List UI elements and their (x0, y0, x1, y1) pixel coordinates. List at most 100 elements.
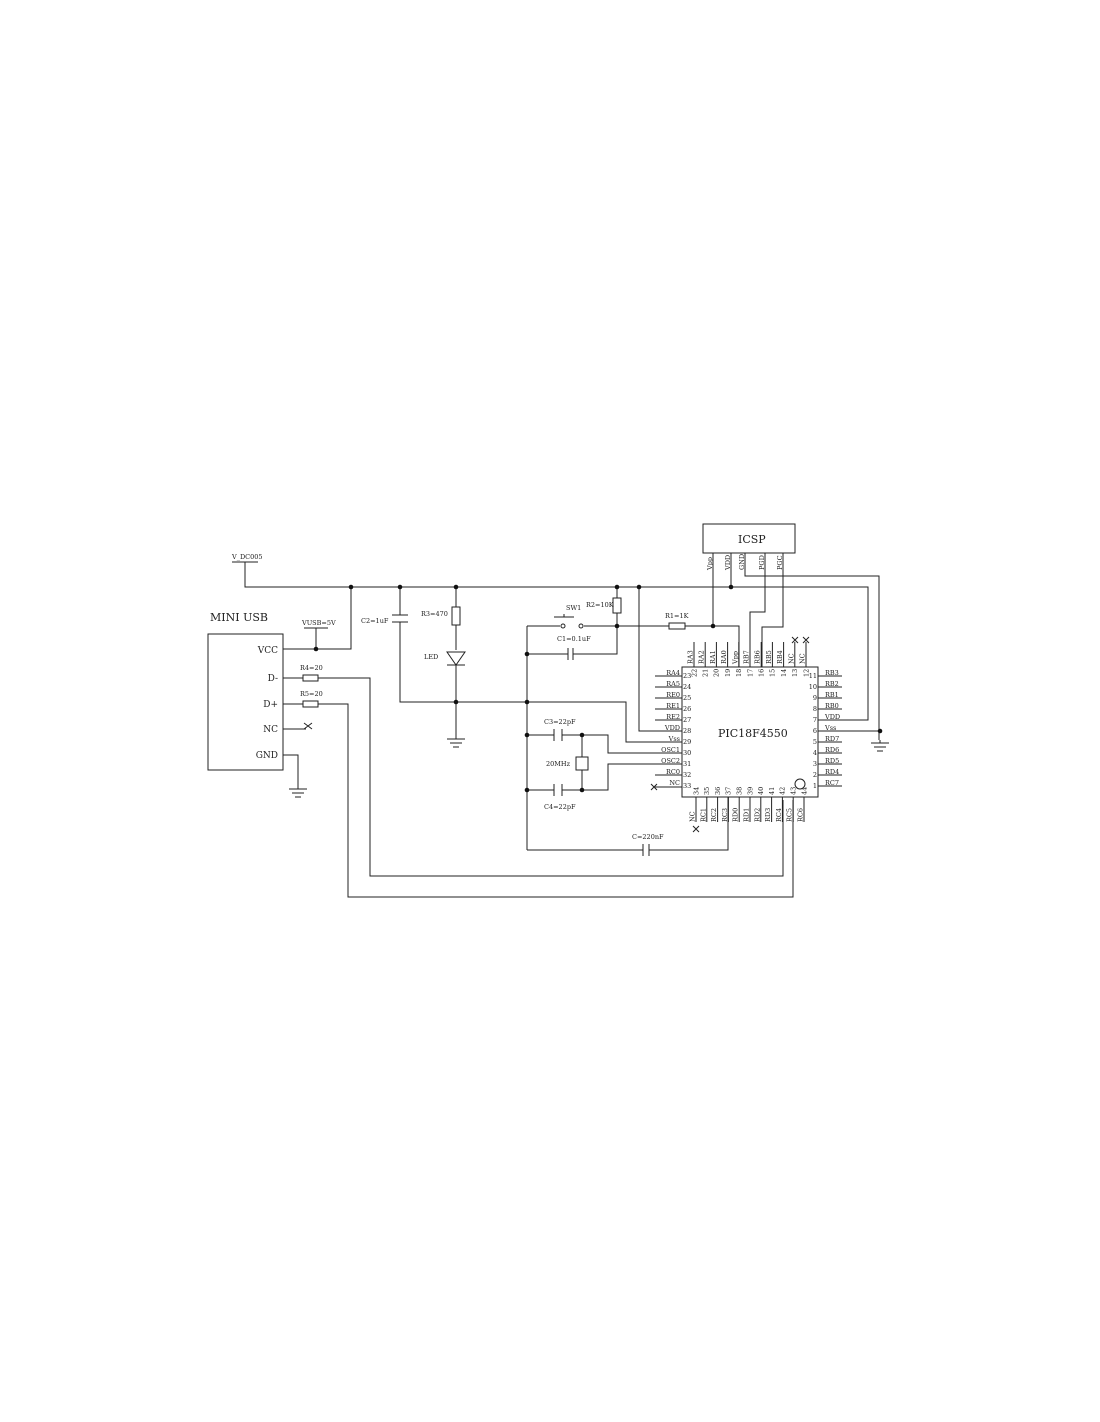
chip-pin-number: 39 (746, 787, 754, 795)
junction-dot (728, 584, 734, 590)
icsp-pin-label: Vpp (706, 557, 714, 571)
chip-pin-number: 38 (736, 787, 744, 795)
chip-pin-number: 20 (713, 669, 721, 677)
junction-dot (524, 651, 530, 657)
chip-pin-label: RB5 (765, 650, 773, 664)
chip-pin-label: RC2 (710, 808, 718, 822)
c220-label: C=220nF (632, 833, 664, 841)
chip-pin-label: NC (689, 811, 697, 822)
chip-pin-number: 25 (683, 694, 691, 702)
no-connect-mark (791, 636, 799, 644)
chip-pin-number: 34 (692, 787, 700, 795)
chip-pin-label: RC5 (786, 808, 794, 822)
chip-pin-number: 26 (683, 705, 691, 713)
pin1-marker (794, 778, 806, 790)
chip-pin-label: RE0 (666, 691, 680, 699)
r4-label: R4=20 (300, 664, 323, 672)
chip-pin-number: 21 (702, 669, 710, 677)
chip-pin-label: RD2 (753, 808, 761, 822)
usb-pin-label: NC (263, 725, 278, 735)
junction-dot (579, 787, 585, 793)
chip-pin-label: RD4 (825, 768, 839, 776)
chip-pin-number: 16 (758, 669, 766, 677)
junction-dot (453, 584, 459, 590)
chip-pin-number: 8 (813, 705, 817, 713)
chip-pin-label: Vss (668, 735, 680, 743)
ground-icon (447, 736, 465, 748)
usb-pin-label: D- (268, 674, 278, 684)
chip-pin-number: 24 (683, 683, 691, 691)
chip-pin-label: NC (787, 653, 795, 664)
resistor-r3 (451, 606, 461, 626)
no-connect-mark (692, 825, 700, 833)
chip-pin-label: RC0 (666, 768, 680, 776)
mini-usb-connector (207, 633, 284, 771)
chip-pin-number: 30 (683, 749, 691, 757)
c2-label: C2=1uF (361, 617, 389, 625)
junction-dot (524, 699, 530, 705)
chip-title: PIC18F4550 (718, 727, 788, 740)
chip-pin-number: 19 (724, 669, 732, 677)
icsp-pin-label: PGD (758, 555, 766, 570)
resistor-r4 (302, 674, 319, 682)
junction-dot (453, 699, 459, 705)
chip-pin-label: RC6 (797, 808, 805, 822)
chip-pin-label: RA0 (720, 650, 728, 664)
chip-pin-label: RD5 (825, 757, 839, 765)
junction-dot (313, 646, 319, 652)
r5-label: R5=20 (300, 690, 323, 698)
chip-pin-label: RD3 (764, 808, 772, 822)
chip-pin-number: 27 (683, 716, 691, 724)
labels: V_DC005 MINI USB VUSB=5V R4=20 R5=20 C2=… (210, 533, 788, 841)
usb-pin-label: VCC (257, 646, 278, 656)
chip-pin-number: 17 (746, 669, 754, 677)
usb-pin-label: D+ (263, 700, 278, 710)
chip-pin-label: RB2 (825, 680, 839, 688)
chip-pin-number: 29 (683, 738, 691, 746)
chip-pin-label: RD6 (825, 746, 839, 754)
chip-pin-label: RB3 (825, 669, 839, 677)
no-connect-mark (303, 722, 658, 791)
chip-pin-label: RA3 (687, 650, 695, 664)
chip-pin-label: RC4 (775, 808, 783, 822)
chip-pin-label: RB6 (754, 650, 762, 664)
junction-dot (877, 728, 883, 734)
chip-pin-number: 28 (683, 727, 691, 735)
icsp-title: ICSP (738, 533, 766, 546)
chip-pin-number: 4 (813, 749, 817, 757)
chip-pin-label: RE1 (666, 702, 680, 710)
chip-pin-number: 41 (768, 787, 776, 795)
chip-pin-label: RC3 (721, 808, 729, 822)
chip-pin-number: 32 (683, 771, 691, 779)
switch-contact (560, 623, 566, 629)
chip-pin-label: NC (799, 653, 807, 664)
chip-pin-label: RA2 (698, 650, 706, 664)
led-diode (446, 651, 466, 666)
chip-pin-label: RB4 (776, 650, 784, 664)
junction-dot (614, 584, 620, 590)
chip-pin-number: 10 (809, 683, 817, 691)
usb-pin-label: GND (256, 751, 278, 761)
chip-pin-number: 7 (813, 716, 817, 724)
chip-pin-number: 9 (813, 694, 817, 702)
sw1-label: SW1 (566, 604, 581, 612)
chip-pin-label: RD1 (743, 808, 751, 822)
chip-pin-label: RD0 (732, 808, 740, 822)
icsp-pin-label: PGC (776, 555, 784, 570)
chip-pin-number: 2 (813, 771, 817, 779)
ground-icon (871, 740, 889, 752)
chip-pin-number: 35 (703, 787, 711, 795)
chip-pin-number: 5 (813, 738, 817, 746)
chip-pin-number: 13 (791, 669, 799, 677)
chip-pin-label: RB0 (825, 702, 839, 710)
mini-usb-title: MINI USB (210, 611, 268, 624)
icsp-header (702, 523, 796, 554)
resistor-r5 (302, 700, 319, 708)
chip-pin-number: 18 (735, 669, 743, 677)
led-label: LED (424, 653, 438, 661)
junction-dot (524, 732, 530, 738)
chip-pin-label: RD7 (825, 735, 839, 743)
chip-pin-number: 37 (725, 787, 733, 795)
chip-pin-label: Vss (824, 724, 836, 732)
